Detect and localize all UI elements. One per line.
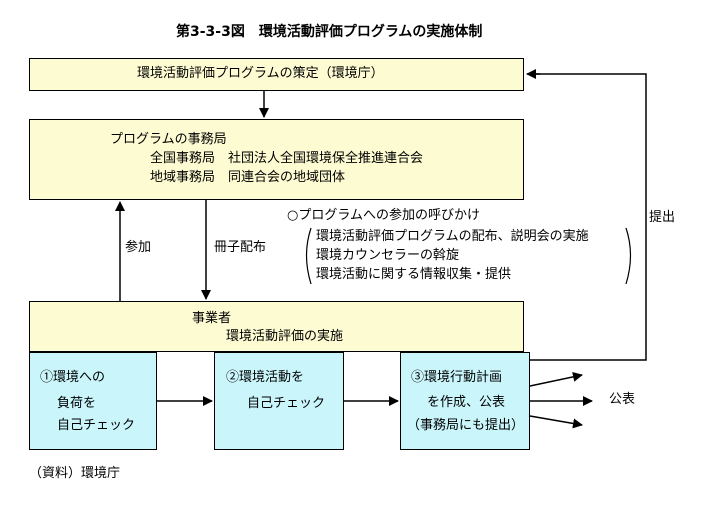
- booklet-label: 冊子配布: [214, 240, 267, 255]
- submission-label: 提出: [649, 210, 676, 225]
- call-item: 環境カウンセラーの斡旋: [316, 248, 460, 263]
- secretariat-heading: プログラムの事務局: [110, 132, 227, 147]
- step-3-line: （事務局にも提出）: [407, 418, 525, 433]
- diagram-title: 第3-3-3図 環境活動評価プログラムの実施体制: [176, 24, 483, 40]
- secretariat-national: 全国事務局 社団法人全国環境保全推進連合会: [150, 151, 424, 166]
- source-note: （資料）環境庁: [29, 466, 121, 481]
- secretariat-box: [29, 119, 524, 200]
- secretariat-regional: 地域事務局 同連合会の地域団体: [150, 170, 346, 185]
- step-1-line: 負荷を: [57, 396, 97, 411]
- call-item: 環境活動評価プログラムの配布、説明会の実施: [316, 229, 589, 244]
- business-box: [29, 301, 524, 352]
- step-1-line: ①環境への: [40, 370, 106, 385]
- step-3-line: を作成、公表: [427, 395, 506, 410]
- left-paren: [305, 227, 312, 285]
- step-2-box: [214, 352, 344, 450]
- step-1-line: 自己チェック: [57, 418, 136, 433]
- publish-label: 公表: [609, 392, 636, 407]
- step-3-line: ③環境行動計画: [411, 370, 503, 385]
- step-1-box: [29, 352, 157, 450]
- publish-arrow-lower: [529, 415, 583, 429]
- right-paren: [625, 227, 632, 285]
- step-2-line: ②環境活動を: [226, 370, 305, 385]
- publish-arrow-upper: [529, 371, 583, 387]
- business-subheading: 環境活動評価の実施: [226, 329, 344, 344]
- call-heading: ○プログラムへの参加の呼びかけ: [287, 208, 480, 223]
- call-item: 環境活動に関する情報収集・提供: [316, 267, 512, 282]
- business-heading: 事業者: [192, 311, 232, 326]
- strategy-label: 環境活動評価プログラムの策定（環境庁）: [137, 66, 384, 81]
- participation-label: 参加: [125, 240, 152, 255]
- step-3-box: [400, 352, 530, 450]
- strategy-box: [29, 58, 524, 91]
- step-2-line: 自己チェック: [247, 396, 326, 411]
- submission-path: [530, 73, 647, 361]
